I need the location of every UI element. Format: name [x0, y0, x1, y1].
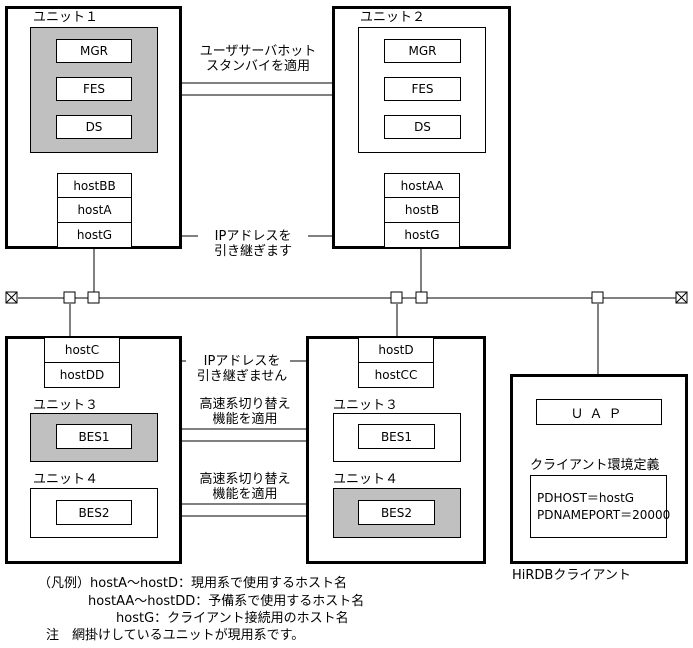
unit1-host-a: hostA: [57, 197, 132, 223]
ip-label-top: IPアドレスを 引き継ぎます: [198, 229, 308, 259]
right-unit4-group: [333, 488, 461, 538]
unit2-host-aa: hostAA: [384, 173, 460, 198]
right-bes2: BES2: [358, 500, 435, 525]
unit2-title: ユニット２: [360, 10, 426, 25]
left-unit4-title: ユニット４: [33, 472, 99, 487]
unit2-host-b: hostB: [384, 197, 460, 223]
legend-line-1: （凡例）hostA～hostD：現用系で使用するホスト名: [38, 576, 348, 591]
client-caption: HiRDBクライアント: [512, 568, 631, 583]
right-bes1: BES1: [358, 424, 435, 449]
legend-line-2: hostAA～hostDD：予備系で使用するホスト名: [88, 594, 365, 609]
left-bes1: BES1: [56, 424, 132, 449]
connector: [87, 291, 100, 304]
client-env-title: クライアント環境定義: [530, 458, 660, 473]
right-unit3-title: ユニット３: [333, 398, 399, 413]
fast-switch-label-1: 高速系切り替え 機能を適用: [199, 397, 291, 427]
host-c: hostC: [44, 337, 120, 363]
env-line-pdnameport: PDNAMEPORT＝20000: [537, 507, 671, 522]
connector: [415, 291, 428, 304]
unit1-title: ユニット１: [33, 10, 99, 25]
legend-note: 注 網掛けしているユニットが現用系です。: [46, 628, 305, 643]
left-unit3-title: ユニット３: [33, 398, 99, 413]
connector: [63, 291, 76, 304]
left-bes2: BES2: [56, 500, 132, 525]
right-unit4-title: ユニット４: [333, 472, 399, 487]
host-d: hostD: [358, 337, 434, 363]
env-line-pdhost: PDHOST＝hostG: [537, 490, 635, 505]
connector: [390, 291, 403, 304]
unit1-ds: DS: [56, 115, 132, 139]
unit2-host-g: hostG: [384, 222, 460, 248]
unit1-host-g: hostG: [57, 222, 132, 248]
unit1-host-bb: hostBB: [57, 173, 132, 198]
hot-standby-arrow: [157, 75, 360, 103]
network-terminator-left: [5, 291, 18, 304]
network-terminator-right: [675, 291, 688, 304]
standby-label: ユーザサーバホット スタンバイを適用: [199, 44, 317, 74]
unit2-ds: DS: [384, 115, 461, 139]
host-cc: hostCC: [358, 362, 434, 388]
ip-label-bottom: IPアドレスを 引き継ぎません: [196, 354, 288, 384]
unit1-mgr: MGR: [56, 39, 132, 63]
unit1-fes: FES: [56, 77, 132, 101]
client-env-box: PDHOST＝hostG PDNAMEPORT＝20000: [530, 475, 671, 538]
host-dd: hostDD: [44, 362, 120, 388]
unit2-fes: FES: [384, 77, 461, 101]
legend-line-3: hostG：クライアント接続用のホスト名: [116, 611, 349, 626]
unit2-mgr: MGR: [384, 39, 461, 63]
uap-box: ＵＡＰ: [536, 399, 662, 425]
connector: [591, 291, 604, 304]
fast-switch-label-2: 高速系切り替え 機能を適用: [199, 472, 291, 502]
